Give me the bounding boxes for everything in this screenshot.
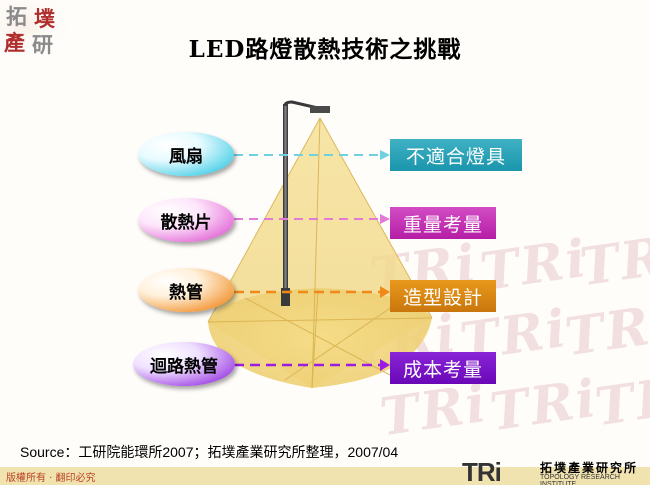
footer-bar xyxy=(0,467,650,485)
arrow-heatsink xyxy=(234,214,390,224)
arrow-heatpipe xyxy=(234,286,390,298)
logo-char-1: 拓 xyxy=(6,4,27,29)
challenge-cost: 成本考量 xyxy=(390,352,496,384)
arrow-loop-heatpipe xyxy=(234,359,390,371)
challenge-weight: 重量考量 xyxy=(390,207,496,239)
arrow-fan xyxy=(234,150,390,160)
slide-title: LED路燈散熱技術之挑戰 xyxy=(188,36,462,63)
light-pole-base xyxy=(281,288,290,306)
source-note: Source：工研院能環所2007；拓墣產業研究所整理，2007/04 xyxy=(20,444,399,460)
method-oval-fan: 風扇 xyxy=(138,132,234,176)
light-head xyxy=(310,106,330,113)
logo-background xyxy=(0,0,80,62)
logo: 拓 墣 產 研 xyxy=(0,0,80,62)
logo-char-4: 研 xyxy=(32,32,53,57)
tri-logo-chinese: 拓墣產業研究所 xyxy=(540,461,639,475)
logo-char-3: 產 xyxy=(4,30,25,55)
tri-logo: TRi xyxy=(462,457,502,485)
light-pole xyxy=(283,104,288,304)
method-oval-loop-heatpipe: 迴路熱管 xyxy=(133,342,235,386)
method-oval-heatsink: 散熱片 xyxy=(138,198,234,242)
tri-logo-english: TOPOLOGY RESEARCH INSTITUTE xyxy=(540,474,620,485)
method-oval-heatpipe: 熱管 xyxy=(138,268,234,312)
light-arm xyxy=(283,100,319,110)
challenge-design: 造型設計 xyxy=(390,280,496,312)
logo-char-2: 墣 xyxy=(34,6,55,31)
copyright-notice: 版權所有 ‧ 翻印必究 xyxy=(6,473,96,484)
challenge-not-suitable: 不適合燈具 xyxy=(390,139,522,171)
